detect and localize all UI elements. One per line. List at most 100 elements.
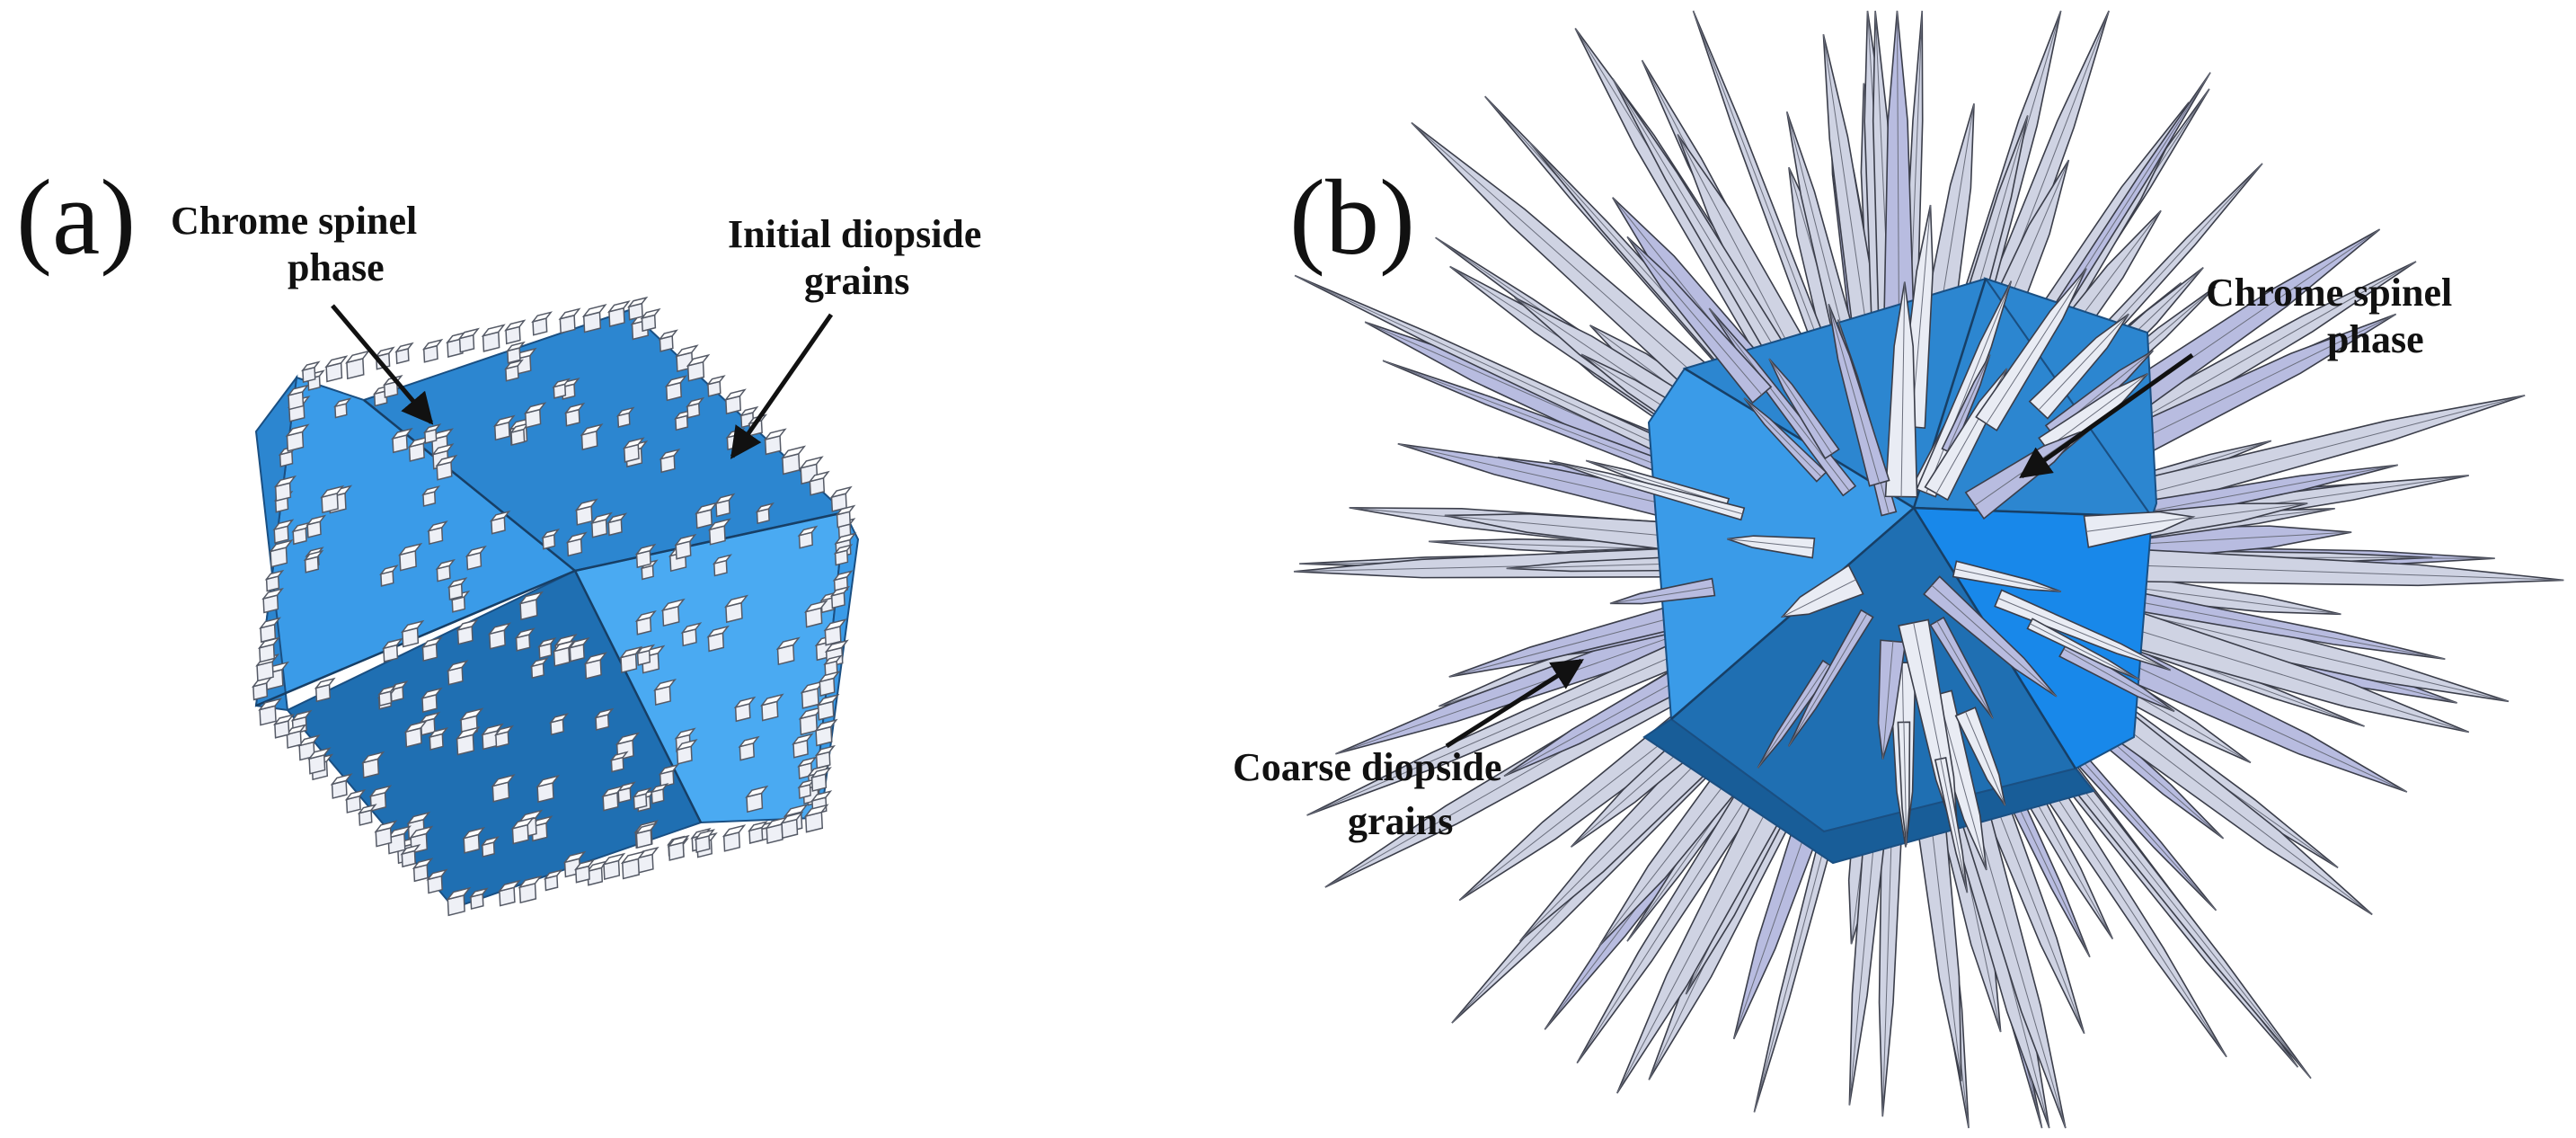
- diopside-grain: [481, 324, 506, 352]
- diopside-grain: [650, 782, 669, 805]
- diopside-grain: [552, 639, 576, 667]
- diopside-grain: [285, 724, 307, 749]
- diopside-grain: [394, 342, 414, 365]
- diopside-grain: [799, 456, 824, 485]
- diopside-grain: [344, 788, 367, 813]
- diopside-grain: [273, 475, 297, 502]
- diopside-needle: [2026, 618, 2141, 681]
- diopside-grain: [285, 423, 310, 452]
- diopside-grain: [421, 338, 444, 363]
- diopside-grain: [723, 388, 747, 415]
- diopside-grain: [739, 405, 759, 429]
- diopside-needle: [1923, 575, 2058, 698]
- diopside-needles-front: [1549, 204, 2196, 894]
- diopside-grain: [814, 718, 838, 747]
- diopside-grain: [398, 542, 423, 572]
- diopside-grain: [810, 767, 832, 792]
- diopside-grain: [481, 723, 504, 751]
- diopside-grain: [601, 785, 624, 812]
- annotation-b-chrome-spinel: Chrome spinel phase: [2019, 271, 2452, 479]
- diopside-grain: [694, 829, 716, 854]
- diopside-grain: [755, 502, 775, 525]
- diopside-grain: [634, 543, 657, 569]
- diopside-grain: [536, 775, 561, 804]
- diopside-grain: [518, 875, 543, 904]
- diopside-grain: [422, 423, 442, 444]
- diopside-needle: [1768, 358, 1840, 460]
- diopside-grain: [537, 636, 557, 660]
- diopside-grain: [660, 598, 686, 627]
- panel-b-label: (b): [1289, 157, 1415, 277]
- diopside-grain: [615, 406, 635, 428]
- panel-a: (a) Chrome spinel phase Initial diopside…: [16, 157, 981, 917]
- pointer-arrow-icon: [331, 304, 434, 425]
- diopside-grain: [435, 558, 456, 582]
- diopside-grain: [780, 445, 807, 476]
- diopside-grain: [435, 454, 458, 481]
- diopside-grain: [377, 685, 397, 707]
- diopside-grain: [581, 304, 607, 333]
- diopside-grain: [257, 636, 280, 663]
- diopside-grain: [558, 307, 581, 334]
- diopside-grain: [606, 300, 631, 327]
- annotation-b-coarse-diopside: Coarse diopside grains: [1233, 658, 1584, 843]
- diopside-needle: [1877, 639, 1907, 760]
- diopside-grain: [580, 423, 604, 451]
- diopside-grain: [574, 498, 598, 526]
- diopside-needle: [1941, 354, 1991, 455]
- diopside-grain: [386, 825, 412, 855]
- diopside-needle: [1780, 564, 1864, 618]
- diopside-grain: [659, 448, 681, 474]
- diopside-grain: [565, 531, 588, 557]
- diopside-grain: [541, 529, 561, 550]
- diopside-grain: [667, 834, 690, 861]
- diopside-grain: [320, 485, 345, 514]
- diopside-grain: [808, 470, 830, 496]
- diopside-grain: [374, 820, 398, 848]
- diopside-grain: [712, 554, 732, 577]
- diopside-grain: [620, 850, 646, 880]
- diopside-grain: [374, 346, 395, 370]
- diopside-grain: [465, 545, 487, 571]
- diopside-grain: [823, 618, 847, 646]
- diopside-needle: [1934, 757, 1969, 894]
- diopside-grain: [780, 811, 804, 840]
- diopside-grain: [616, 781, 636, 804]
- diopside-grain: [447, 577, 468, 600]
- diopside-grain: [814, 744, 837, 769]
- diopside-needle: [1975, 268, 2087, 431]
- diopside-grain: [803, 804, 829, 833]
- diopside-grain: [765, 816, 789, 845]
- diopside-grain: [653, 678, 677, 706]
- diopside-grain: [792, 733, 814, 759]
- annot-b1-line1: Chrome spinel: [2206, 271, 2452, 315]
- diopside-grain: [549, 713, 570, 736]
- diopside-grain: [635, 644, 656, 666]
- diopside-grain: [627, 296, 649, 321]
- diopside-grain: [332, 397, 352, 419]
- diopside-grain: [258, 698, 283, 726]
- diopside-grain: [264, 569, 285, 592]
- diopside-grain: [738, 735, 760, 761]
- diopside-grain: [706, 375, 726, 397]
- diopside-grain: [287, 384, 310, 411]
- diopside-needle: [1549, 459, 1746, 521]
- diopside-grain: [706, 625, 730, 653]
- diopside-grain: [456, 618, 479, 645]
- diopside-grain: [426, 868, 448, 894]
- diopside-grain: [748, 821, 768, 844]
- annot-a2-line1: Initial diopside: [728, 212, 981, 256]
- pointer-arrow-icon: [2019, 352, 2194, 479]
- diopside-grain: [406, 811, 431, 840]
- diopside-grain: [634, 609, 657, 636]
- annot-b2-line2: grains: [1348, 799, 1453, 843]
- diopside-grain: [573, 858, 596, 884]
- diopside-grain: [523, 402, 547, 429]
- diopside-grains-a: [251, 296, 857, 917]
- diopside-grain: [505, 341, 526, 364]
- diopside-grain: [658, 763, 680, 788]
- diopside-grain: [606, 512, 628, 537]
- diopside-needle: [2083, 511, 2196, 548]
- diopside-grain: [330, 773, 353, 799]
- diopside-grain: [745, 785, 769, 813]
